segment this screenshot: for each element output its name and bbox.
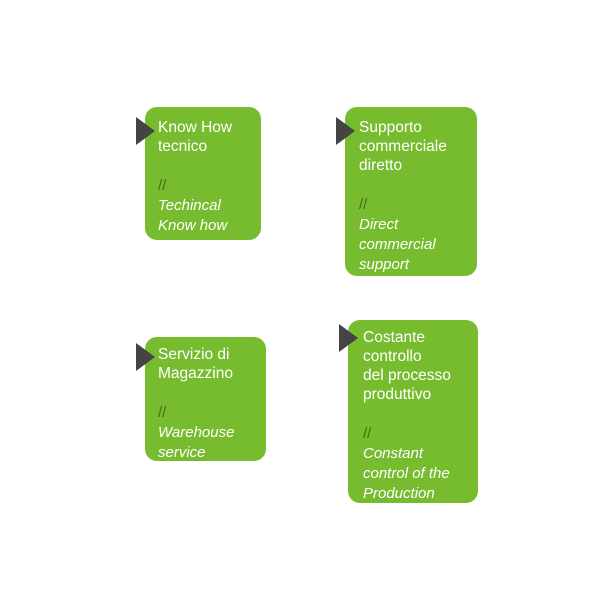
- card-servizio-magazzino: Servizio di Magazzino // Warehouse servic…: [136, 337, 266, 463]
- card-title-line: Know How: [158, 119, 233, 136]
- card-title-line: controllo: [363, 348, 422, 365]
- card-subtitle-line: // Direct: [359, 195, 447, 235]
- card-title: Know How tecnico: [158, 118, 232, 156]
- slashes-mark: //: [158, 404, 167, 421]
- card-subtitle-text: Warehouse: [158, 424, 235, 441]
- card-subtitle: // Warehouse service: [158, 403, 234, 463]
- card-subtitle-text: Direct: [359, 216, 399, 233]
- card-subtitle-line: control of the: [363, 465, 450, 482]
- triangle-marker-icon: [336, 117, 355, 145]
- card-supporto-commerciale: Supporto commerciale diretto // Direct co…: [336, 107, 477, 276]
- card-title: Supporto commerciale diretto: [359, 118, 447, 175]
- triangle-marker-icon: [339, 324, 358, 352]
- card-text: Know How tecnico // Techincal Know how: [158, 118, 232, 236]
- card-title-line: Costante: [363, 329, 426, 346]
- card-text: Costante controllo del processo produtti…: [363, 328, 451, 524]
- card-title-line: Servizio di: [158, 346, 230, 363]
- card-subtitle-line: // Constant: [363, 424, 451, 464]
- card-subtitle-line: Know how: [158, 217, 228, 234]
- slashes-mark: //: [359, 196, 368, 213]
- card-title: Servizio di Magazzino: [158, 345, 234, 383]
- card-title-line: Supporto: [359, 119, 422, 136]
- card-text: Supporto commerciale diretto // Direct co…: [359, 118, 447, 275]
- card-subtitle-line: // Techincal: [158, 176, 232, 216]
- card-title: Costante controllo del processo produtti…: [363, 328, 451, 404]
- card-title-line: produttivo: [363, 386, 432, 403]
- card-title-line: diretto: [359, 157, 403, 174]
- card-subtitle-text: Techincal: [158, 197, 221, 214]
- card-subtitle-line: service: [158, 444, 206, 461]
- card-title-line: commerciale: [359, 138, 447, 155]
- slashes-mark: //: [363, 425, 372, 442]
- card-subtitle: // Direct commercial support: [359, 195, 447, 275]
- card-subtitle-line: support: [359, 256, 410, 273]
- card-subtitle: // Constant control of the Production Pro…: [363, 424, 451, 524]
- card-know-how: Know How tecnico // Techincal Know how: [136, 107, 261, 240]
- card-subtitle-line: // Warehouse: [158, 403, 234, 443]
- card-title-line: del processo: [363, 367, 451, 384]
- card-subtitle-line: Production: [363, 485, 435, 502]
- card-subtitle-line: commercial: [359, 236, 436, 253]
- card-text: Servizio di Magazzino // Warehouse servic…: [158, 345, 234, 463]
- card-subtitle: // Techincal Know how: [158, 176, 232, 236]
- slashes-mark: //: [158, 177, 167, 194]
- card-subtitle-line: Process: [363, 505, 418, 522]
- card-controllo-processo: Costante controllo del processo produtti…: [339, 320, 478, 522]
- triangle-marker-icon: [136, 343, 155, 371]
- card-subtitle-text: Constant: [363, 445, 424, 462]
- card-title-line: tecnico: [158, 138, 208, 155]
- card-title-line: Magazzino: [158, 365, 233, 382]
- triangle-marker-icon: [136, 117, 155, 145]
